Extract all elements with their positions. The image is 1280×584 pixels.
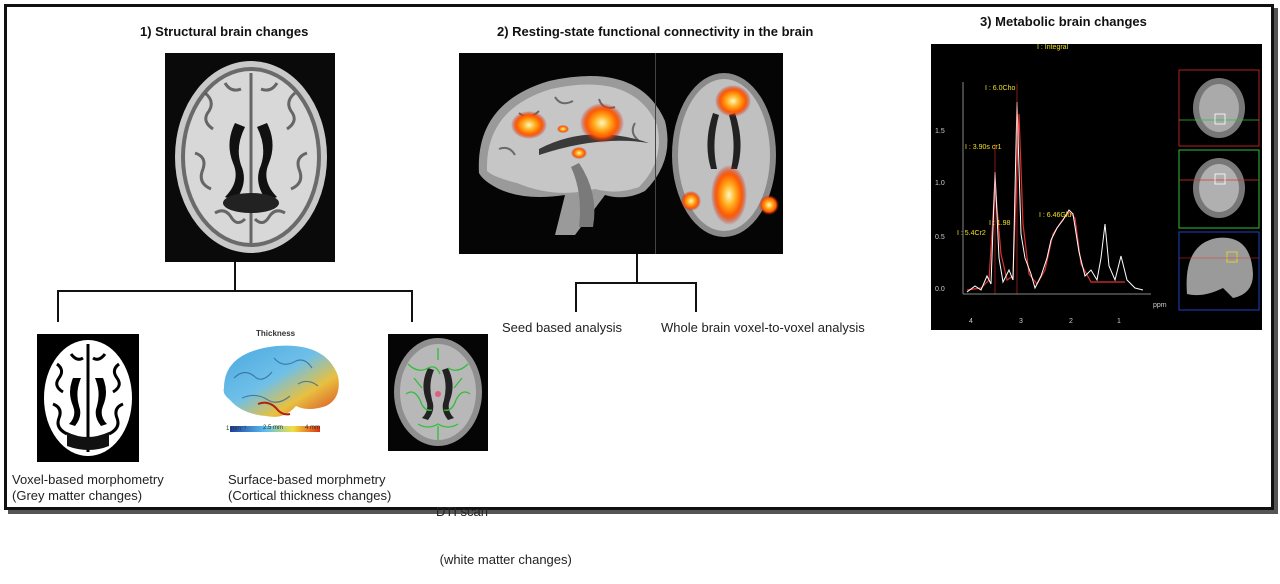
- caption-line: (Cortical thickness changes): [228, 488, 392, 503]
- section-title-functional: 2) Resting-state functional connectivity…: [497, 24, 814, 39]
- peak-label-cho: I : 6.0Cho: [985, 85, 1016, 92]
- dti-scan-image: [388, 334, 488, 451]
- sbm-caption: Surface-based morphmetry (Cortical thick…: [228, 472, 391, 504]
- thickness-color-scale: [230, 426, 320, 432]
- caption-line: DTI scan: [436, 504, 489, 519]
- resting-state-fmri-image: [459, 53, 783, 254]
- scale-label: 1 mm⁻¹: [226, 426, 247, 432]
- caption-line: (white matter changes): [436, 552, 572, 567]
- x-tick: 3: [1019, 318, 1023, 325]
- connector-line: [636, 254, 638, 284]
- connector-line: [575, 282, 697, 284]
- connector-line: [234, 262, 236, 290]
- x-axis-unit: ppm: [1153, 302, 1167, 309]
- section-title-metabolic: 3) Metabolic brain changes: [980, 14, 1147, 29]
- x-tick: 1: [1117, 318, 1121, 325]
- section-title-structural: 1) Structural brain changes: [140, 24, 309, 39]
- x-tick: 2: [1069, 318, 1073, 325]
- dti-caption: DTI scan (white matter changes): [436, 472, 572, 584]
- caption-line: (Grey matter changes): [12, 488, 143, 503]
- thickness-map-title: Thickness: [256, 329, 296, 338]
- connector-line: [57, 290, 59, 322]
- mr-spectroscopy-panel: I : Integral I : 6.0Cho I : 3.90s cr1 I …: [931, 44, 1262, 330]
- connector-line: [411, 290, 413, 322]
- caption-line: Surface-based morphmetry: [228, 472, 386, 487]
- y-tick: 0.0: [935, 286, 945, 293]
- cortical-thickness-map: Thickness: [214, 326, 344, 438]
- scale-label: 2.5 mm: [263, 425, 284, 431]
- caption-line: Voxel-based morphometry: [12, 472, 164, 487]
- y-tick: 0.5: [935, 234, 945, 241]
- connector-line: [57, 290, 413, 292]
- peak-label-glu: I : 6.46Glu: [1039, 212, 1072, 219]
- y-tick: 1.0: [935, 180, 945, 187]
- peak-label-cr2: I : 5.4Cr2: [957, 230, 986, 237]
- peak-label-cr1: I : 3.90s cr1: [965, 144, 1002, 151]
- x-tick: 4: [969, 318, 973, 325]
- peak-label-198: I : 1.98: [989, 220, 1011, 227]
- connector-line: [575, 282, 577, 312]
- seed-based-caption: Seed based analysis: [502, 320, 622, 335]
- scale-label: 4 mm: [305, 425, 320, 431]
- voxel-to-voxel-caption: Whole brain voxel-to-voxel analysis: [661, 320, 865, 335]
- y-tick: 1.5: [935, 128, 945, 135]
- structural-mri-axial: [165, 53, 335, 262]
- connector-line: [695, 282, 697, 312]
- vbm-grey-matter-image: [37, 334, 139, 462]
- spectrum-header: I : Integral: [1037, 44, 1069, 51]
- vbm-caption: Voxel-based morphometry (Grey matter cha…: [12, 472, 164, 504]
